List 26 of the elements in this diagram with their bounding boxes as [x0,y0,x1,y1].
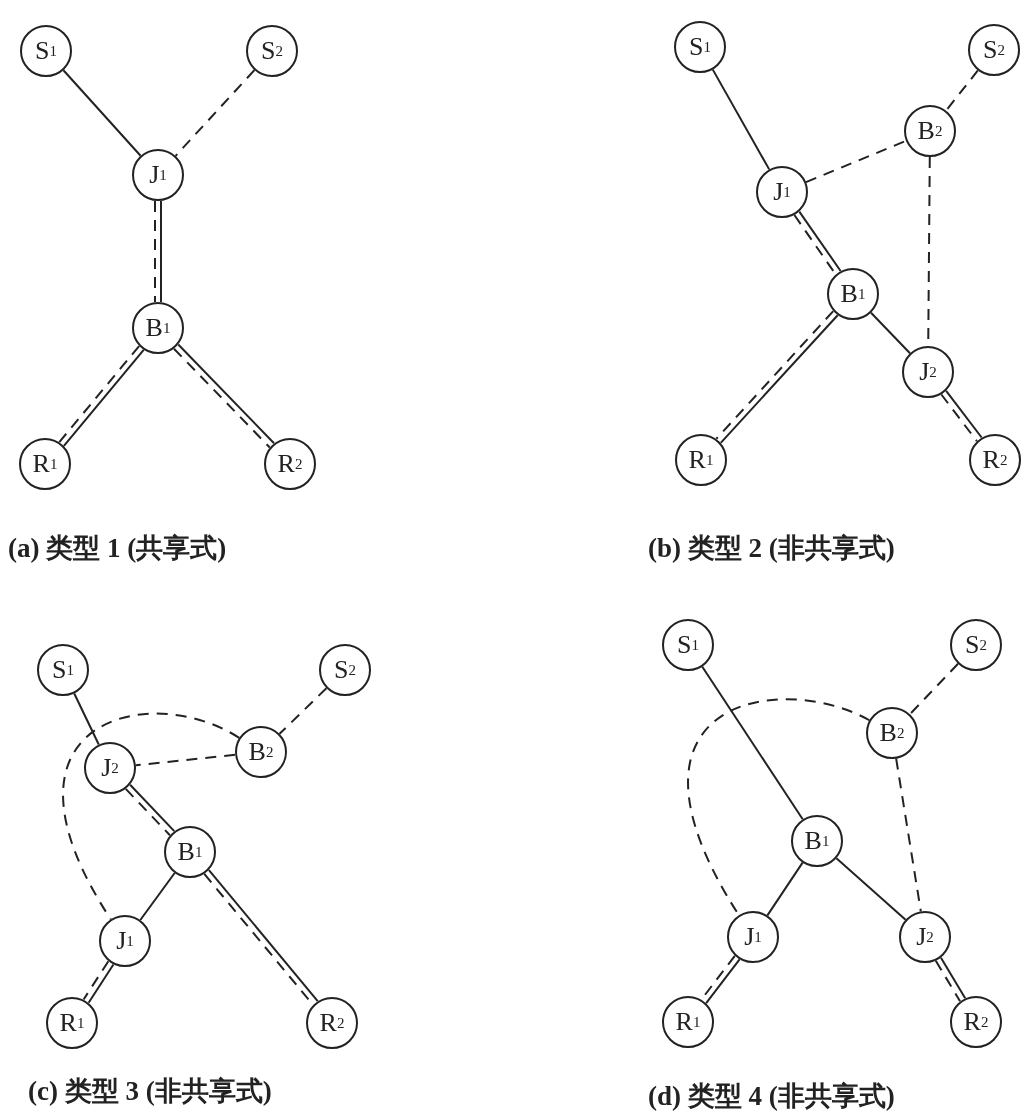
dashed-line [82,960,110,1001]
dashed-line [895,757,922,913]
panel-caption: (c) 类型 3 (非共享式) [28,1075,272,1108]
connector-line [870,311,911,355]
dashed-line [945,69,979,112]
connector-line [711,68,771,171]
dashed-line [154,200,156,303]
connector-line [939,956,967,1000]
connector-line [62,69,142,157]
dashed-line [174,69,256,157]
dashed-line [908,662,960,716]
connector-line [701,665,804,821]
panel-caption: (d) 类型 4 (非共享式) [648,1080,895,1113]
connector-line [160,200,162,303]
dashed-line [278,687,328,735]
dashed-line [62,712,241,921]
connector-line [139,872,176,921]
dashed-line [934,959,962,1003]
dashed-line [805,139,907,184]
connector-line [73,692,100,746]
panel-caption: (a) 类型 1 (共享式) [8,532,227,565]
connector-line [835,857,907,921]
panel-caption: (b) 类型 2 (非共享式) [648,532,895,565]
dashed-line [134,753,237,767]
connector-line [87,963,115,1004]
connector-line [766,861,804,917]
